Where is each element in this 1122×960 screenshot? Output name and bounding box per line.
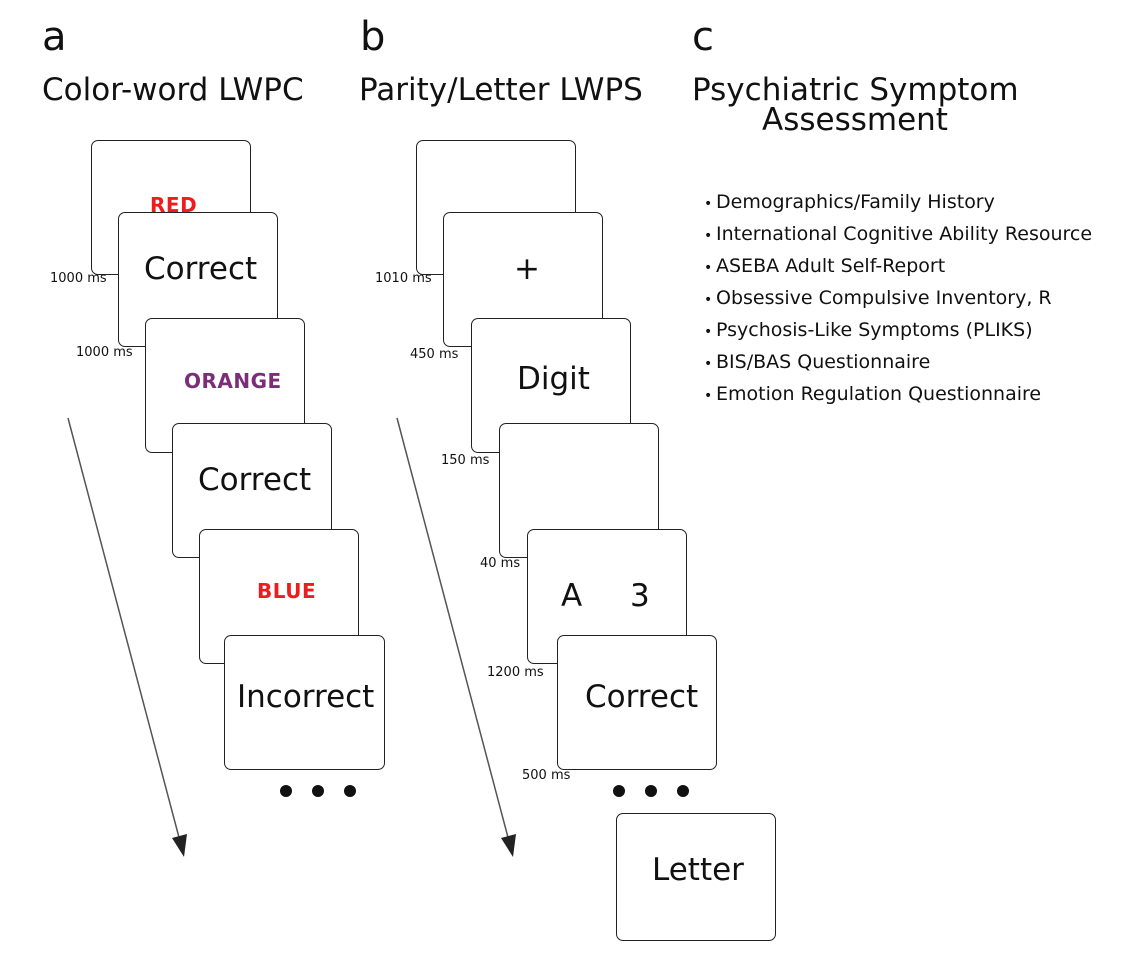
stimulus-digit: 3 <box>630 578 650 614</box>
assessment-item: •International Cognitive Ability Resourc… <box>704 223 1093 245</box>
feedback-correct: Correct <box>198 462 312 498</box>
assessment-item: •Demographics/Family History <box>704 191 995 213</box>
dot <box>677 785 689 797</box>
assessment-item: •ASEBA Adult Self-Report <box>704 255 946 277</box>
feedback-correct: Correct <box>144 251 258 287</box>
panel-b-timing-2: 450 ms <box>410 347 459 362</box>
assessment-list: •Demographics/Family History •Internatio… <box>704 187 1092 411</box>
panel-b-timing-6: 500 ms <box>522 768 571 783</box>
panel-a-time-arrow <box>67 417 182 846</box>
assessment-item: •Emotion Regulation Questionnaire <box>704 383 1042 405</box>
dot <box>344 785 356 797</box>
stimulus-word-blue: BLUE <box>257 579 317 603</box>
panel-c-letter: c <box>692 14 714 60</box>
feedback-correct: Correct <box>585 679 699 715</box>
assessment-item: •Obsessive Compulsive Inventory, R <box>704 287 1052 309</box>
panel-b-timing-3: 150 ms <box>441 453 490 468</box>
panel-a-arrowhead <box>172 834 187 857</box>
panel-a-title: Color-word LWPC <box>42 72 304 108</box>
panel-b-card-letter: Letter <box>616 813 776 941</box>
dot <box>645 785 657 797</box>
assessment-item: •Psychosis-Like Symptoms (PLIKS) <box>704 319 1033 341</box>
assessment-item: •BIS/BAS Questionnaire <box>704 351 931 373</box>
panel-a-card-incorrect: Incorrect <box>224 635 385 770</box>
stimulus-word-orange: ORANGE <box>184 369 282 393</box>
panel-b-title: Parity/Letter LWPS <box>359 72 643 108</box>
dot <box>280 785 292 797</box>
feedback-incorrect: Incorrect <box>237 679 375 715</box>
panel-b-timing-4: 40 ms <box>480 556 521 571</box>
panel-a-timing-1: 1000 ms <box>50 271 107 286</box>
panel-b-letter: b <box>360 14 386 60</box>
panel-a-continuation-dots <box>280 785 356 797</box>
panel-b-timing-1: 1010 ms <box>375 271 432 286</box>
task-cue-letter: Letter <box>652 852 744 888</box>
panel-b-card-correct: Correct <box>557 635 717 770</box>
fixation-cross: + <box>514 251 540 287</box>
panel-c-title-line2: Assessment <box>762 102 948 138</box>
panel-c-title-line1: Psychiatric Symptom <box>692 72 1019 108</box>
stimulus-letter: A <box>561 578 583 614</box>
panel-b-timing-5: 1200 ms <box>487 665 544 680</box>
dot <box>613 785 625 797</box>
panel-a-letter: a <box>42 14 67 60</box>
panel-a-timing-2: 1000 ms <box>76 345 133 360</box>
panel-b-time-arrow <box>396 417 511 846</box>
task-cue-digit: Digit <box>517 361 590 397</box>
panel-b-arrowhead <box>501 834 516 857</box>
dot <box>312 785 324 797</box>
panel-b-continuation-dots <box>613 785 689 797</box>
